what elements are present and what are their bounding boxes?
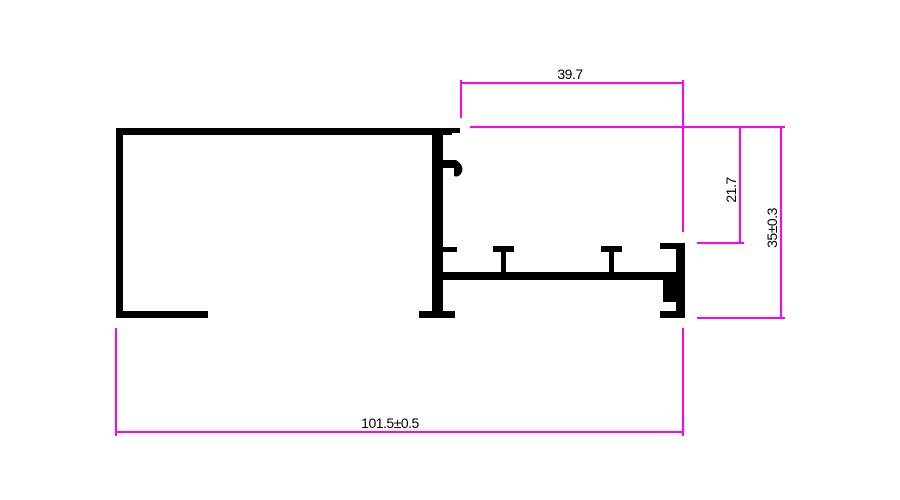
profile-web-stub [443, 247, 457, 252]
dim-total-height-label: 35±0.3 [764, 207, 780, 247]
dim-inner-height-label: 21.7 [723, 177, 739, 203]
profile-t-stud-2-stem [609, 250, 614, 272]
profile-right-post-bottom [660, 311, 685, 318]
profile-right-post [676, 243, 685, 318]
profile-hook [443, 160, 463, 177]
profile-t-stud-1-stem [501, 250, 506, 272]
profile-t-stud-1-head [493, 246, 514, 252]
profile-section [116, 128, 685, 318]
dimension-lines [115, 80, 785, 436]
dim-top-width-label: 39.7 [557, 66, 583, 82]
profile-top-flange [116, 128, 452, 135]
profile-web-foot [419, 311, 455, 318]
profile-horizontal-bar [443, 272, 685, 280]
profile-left-wall [116, 128, 123, 318]
profile-top-lip [452, 128, 460, 133]
profile-right-post-top [660, 243, 685, 249]
profile-center-web [432, 128, 443, 318]
dim-overall-width-label: 101.5±0.5 [361, 415, 419, 431]
profile-bottom-left-flange [116, 311, 208, 318]
profile-right-post-mid [663, 280, 676, 302]
profile-t-stud-2-head [601, 246, 622, 252]
